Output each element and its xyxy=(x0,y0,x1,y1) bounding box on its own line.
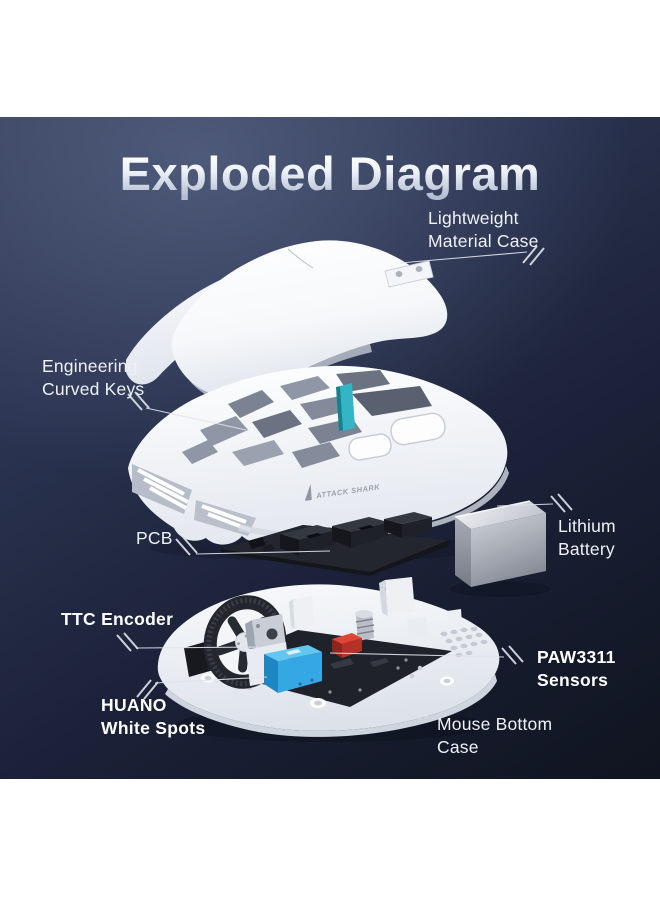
label-pcb: PCB xyxy=(136,528,173,548)
callout-tick-pcb xyxy=(175,536,198,556)
label-mouse-bottom-case: Mouse Bottom Case xyxy=(437,714,553,757)
label-engineering-curved-keys: Engineering Curved Keys xyxy=(42,356,145,399)
blue-switch xyxy=(264,645,322,693)
label-huano-white-spots: HUANO White Spots xyxy=(101,695,206,738)
callout-tick-huano xyxy=(136,679,159,700)
pcb-board xyxy=(221,525,449,572)
callout-line-paw xyxy=(329,652,505,658)
bottom-white-band xyxy=(0,779,660,900)
case-rim-shade xyxy=(165,674,497,737)
label-ttc-encoder: TTC Encoder xyxy=(61,609,174,629)
shell-seam xyxy=(287,248,314,269)
vent-holes xyxy=(440,626,488,658)
tab-hole xyxy=(415,266,423,272)
callout-line-ttc xyxy=(135,646,259,649)
main-switch xyxy=(280,525,336,556)
callout-line-huano xyxy=(154,676,268,684)
frame-cutouts xyxy=(182,370,432,468)
callout-lines xyxy=(135,251,554,715)
callout-ticks xyxy=(116,245,573,720)
callout-line-lightweight xyxy=(399,251,528,264)
teal-accent xyxy=(340,383,355,431)
frame-bottom-shade xyxy=(238,466,509,539)
label-lithium-battery: Lithium Battery xyxy=(558,516,616,559)
shell-edge-shade xyxy=(189,344,372,404)
callout-line-engineering xyxy=(145,407,247,431)
callout-tick-paw xyxy=(501,645,524,665)
side-button-rear xyxy=(390,412,446,446)
bottom-case-assembly xyxy=(157,577,500,737)
top-white-band xyxy=(0,0,660,117)
main-switch xyxy=(332,517,388,548)
battery-left-face xyxy=(455,517,471,587)
label-paw3311-sensors: PAW3311 Sensors xyxy=(537,647,616,690)
callout-tick-ttc xyxy=(116,632,139,652)
battery-front-face xyxy=(471,513,546,587)
battery-top-face xyxy=(455,501,546,529)
teal-accent-edge xyxy=(336,386,344,431)
callout-tick-bottom-case xyxy=(405,700,428,720)
standoffs xyxy=(201,673,454,708)
main-switch xyxy=(384,512,432,538)
front-ribs-left xyxy=(132,464,192,514)
callout-tick-lithium xyxy=(550,493,573,513)
spring-coil xyxy=(355,610,375,641)
battery-highlight xyxy=(454,500,531,518)
side-button-front xyxy=(348,433,392,461)
mouse-key-frame: ATTACK SHARK xyxy=(128,365,509,545)
page-title: Exploded Diagram xyxy=(0,146,660,201)
brand-logo-icon xyxy=(304,483,312,501)
pcb-board-assembly xyxy=(221,512,449,576)
tab-hole xyxy=(395,271,403,277)
pcb-component xyxy=(262,544,275,553)
callout-line-pcb xyxy=(195,550,331,555)
label-lightweight-material-case: Lightweight Material Case xyxy=(428,208,539,251)
case-posts xyxy=(289,577,462,639)
mouse-top-shell xyxy=(126,240,448,404)
callout-line-bottom-case xyxy=(281,710,409,715)
pcb-component xyxy=(248,537,266,549)
lithium-battery-3d xyxy=(454,500,546,587)
shell-main xyxy=(171,240,448,398)
callout-tick-engineering xyxy=(127,391,150,411)
callout-line-lithium xyxy=(496,503,554,507)
callout-tick-lightweight xyxy=(522,245,545,266)
